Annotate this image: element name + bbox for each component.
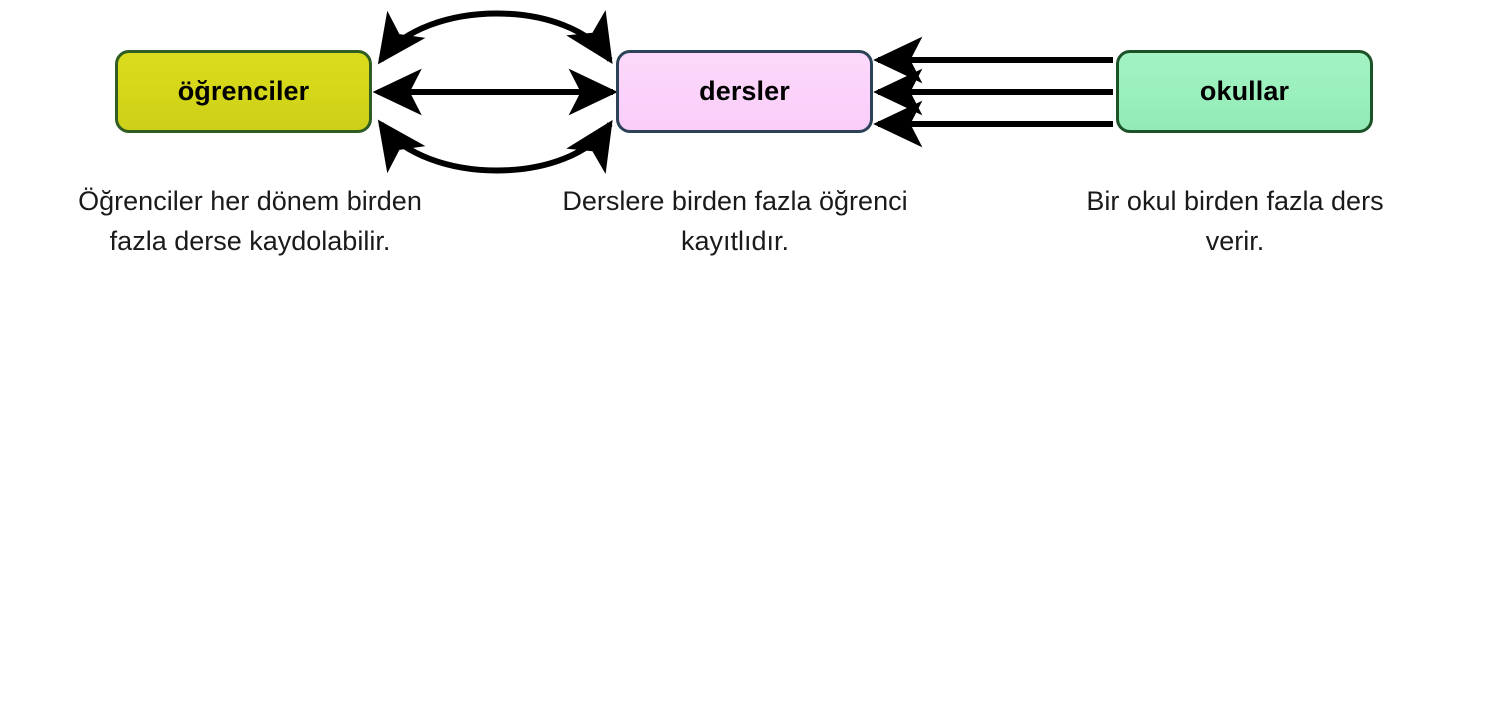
caption-okullar: Bir okul birden fazla ders verir. xyxy=(1086,186,1384,256)
caption-ogrenciler: Öğrenciler her dönem birden fazla derse … xyxy=(78,186,422,256)
entity-label-okullar: okullar xyxy=(1199,76,1290,106)
entity-box-ogrenciler[interactable]: öğrenciler xyxy=(115,50,372,133)
connector-ogrenciler-dersler-bottom[interactable] xyxy=(377,119,613,174)
entity-box-okullar[interactable]: okullar xyxy=(1116,50,1373,133)
caption-dersler: Derslere birden fazla öğrenci kayıtlıdır… xyxy=(562,186,908,256)
entity-box-dersler[interactable]: dersler xyxy=(616,50,873,133)
entity-label-ogrenciler: öğrenciler xyxy=(177,76,310,106)
connector-ogrenciler-dersler-top[interactable] xyxy=(377,10,613,65)
entity-label-dersler: dersler xyxy=(699,76,790,106)
